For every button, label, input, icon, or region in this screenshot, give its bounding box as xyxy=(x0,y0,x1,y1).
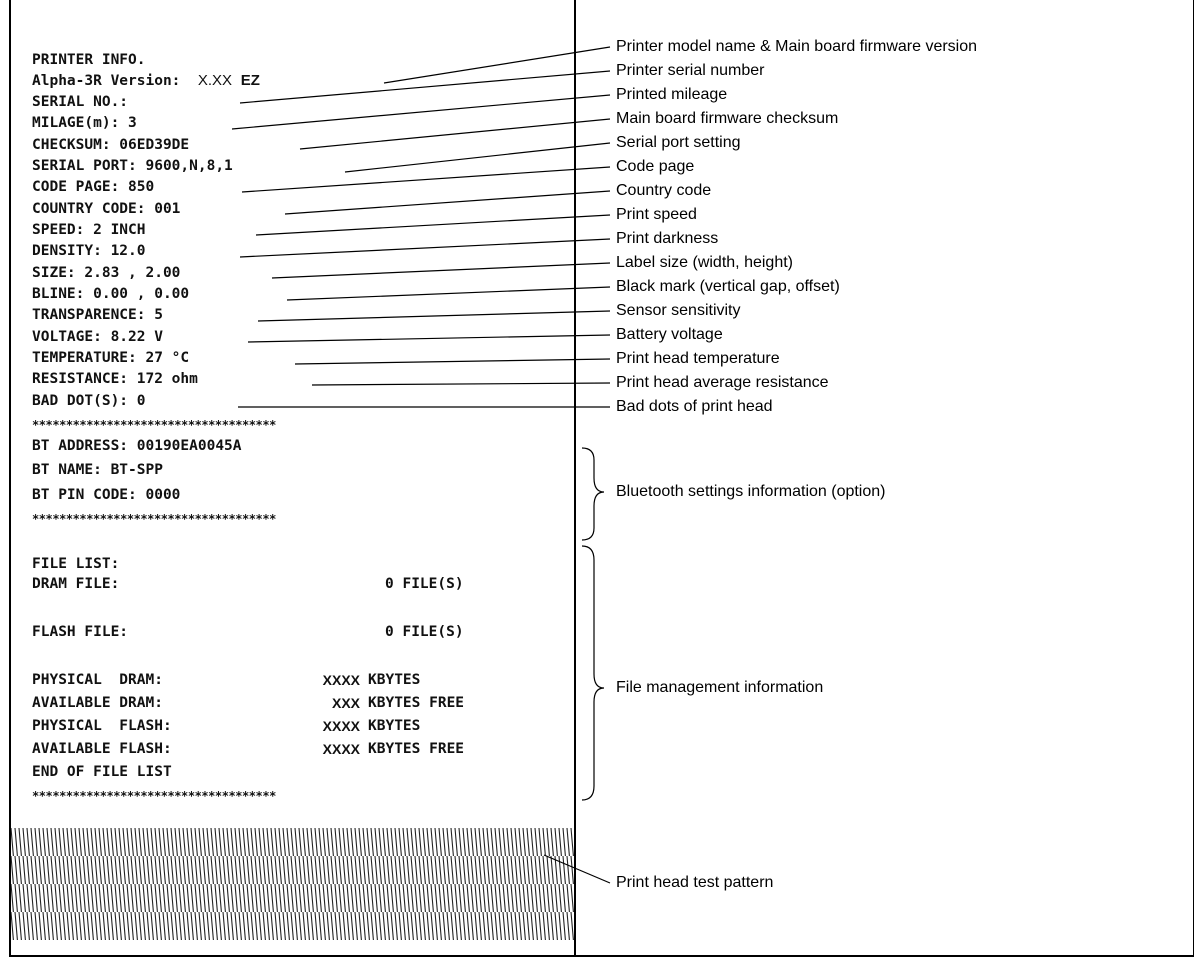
test-pattern-row xyxy=(11,883,574,913)
annotation-model: Printer model name & Main board firmware… xyxy=(616,38,978,55)
model-version: X.XX xyxy=(197,72,233,89)
separator-2: ************************************ xyxy=(32,512,276,526)
annotation-bluetooth: Bluetooth settings information (option) xyxy=(616,483,886,500)
memory-value-available-flash: XXXX xyxy=(322,741,360,757)
leader-bline xyxy=(286,286,611,301)
separator-3: ************************************ xyxy=(32,789,276,803)
printout-line-country-code: COUNTRY CODE: 001 xyxy=(32,201,181,217)
brace-file-management xyxy=(581,545,605,801)
leader-resistance xyxy=(311,382,611,386)
printout-title: PRINTER INFO. xyxy=(32,52,146,68)
annotation-bline: Black mark (vertical gap, offset) xyxy=(616,278,840,295)
memory-unit-physical-flash: KBYTES xyxy=(368,718,421,734)
memory-label-available-flash: AVAILABLE FLASH: xyxy=(32,741,172,757)
memory-label-available-dram: AVAILABLE DRAM: xyxy=(32,695,163,711)
leader-test-pattern xyxy=(543,854,611,884)
annotation-size: Label size (width, height) xyxy=(616,254,793,271)
annotation-country-code: Country code xyxy=(616,182,712,199)
printout-line-code-page: CODE PAGE: 850 xyxy=(32,179,155,195)
leader-model xyxy=(383,46,611,84)
annotation-code-page: Code page xyxy=(616,158,695,175)
annotation-density: Print darkness xyxy=(616,230,719,247)
leader-serial-port xyxy=(344,142,611,173)
flash-file-count: 0 FILE(S) xyxy=(385,624,464,640)
dram-file-label: DRAM FILE: xyxy=(32,576,120,592)
printout-line-resistance: RESISTANCE: 172 ohm xyxy=(32,371,198,387)
memory-label-physical-dram: PHYSICAL DRAM: xyxy=(32,672,163,688)
leader-country-code xyxy=(284,190,611,215)
annotation-bad-dots: Bad dots of print head xyxy=(616,398,773,415)
leader-voltage xyxy=(247,334,611,343)
annotation-test-pattern: Print head test pattern xyxy=(616,874,774,891)
leader-transparence xyxy=(257,310,611,322)
annotation-voltage: Battery voltage xyxy=(616,326,723,343)
bt-pin-line: BT PIN CODE: 0000 xyxy=(32,487,181,503)
leader-serial xyxy=(239,70,611,104)
memory-unit-physical-dram: KBYTES xyxy=(368,672,421,688)
printout-line-speed: SPEED: 2 INCH xyxy=(32,222,146,238)
diagram-frame xyxy=(9,0,1194,957)
bt-address-line: BT ADDRESS: 00190EA0045A xyxy=(32,438,242,454)
print-head-test-pattern xyxy=(11,828,574,940)
model-label: Alpha-3R Version: xyxy=(32,73,181,89)
printout-line-serial: SERIAL NO.: xyxy=(32,94,129,110)
printout-line-checksum: CHECKSUM: 06ED39DE xyxy=(32,137,190,153)
annotation-speed: Print speed xyxy=(616,206,697,223)
test-pattern-row xyxy=(11,828,574,857)
printout-line-density: DENSITY: 12.0 xyxy=(32,243,146,259)
memory-value-physical-flash: XXXX xyxy=(322,718,360,734)
bt-name-line: BT NAME: BT-SPP xyxy=(32,462,163,478)
printout-line-bad-dots: BAD DOT(S): 0 xyxy=(32,393,146,409)
annotation-checksum: Main board firmware checksum xyxy=(616,110,839,127)
printout-line-voltage: VOLTAGE: 8.22 V xyxy=(32,329,163,345)
leader-mileage xyxy=(231,94,611,130)
dram-file-count: 0 FILE(S) xyxy=(385,576,464,592)
memory-unit-available-flash: KBYTES FREE xyxy=(368,741,465,757)
leader-temperature xyxy=(294,358,611,365)
model-suffix: EZ xyxy=(240,72,260,89)
leader-speed xyxy=(255,214,611,236)
printout-line-serial-port: SERIAL PORT: 9600,N,8,1 xyxy=(32,158,233,174)
annotation-serial: Printer serial number xyxy=(616,62,765,79)
printout-line-size: SIZE: 2.83 , 2.00 xyxy=(32,265,181,281)
annotation-sensor: Sensor sensitivity xyxy=(616,302,741,319)
memory-unit-available-dram: KBYTES FREE xyxy=(368,695,465,711)
memory-value-physical-dram: XXXX xyxy=(322,672,360,688)
brace-bluetooth xyxy=(581,447,605,541)
printout-line-mileage: MILAGE(m): 3 xyxy=(32,115,137,131)
separator-1: ************************************ xyxy=(32,418,276,432)
annotation-resistance: Print head average resistance xyxy=(616,374,829,391)
printout-line-temperature: TEMPERATURE: 27 °C xyxy=(32,350,190,366)
leader-density xyxy=(239,238,611,258)
annotation-temperature: Print head temperature xyxy=(616,350,780,367)
printout-line-bline: BLINE: 0.00 , 0.00 xyxy=(32,286,190,302)
end-of-file-list: END OF FILE LIST xyxy=(32,764,172,780)
annotation-serial-port: Serial port setting xyxy=(616,134,741,151)
leader-code-page xyxy=(241,166,611,193)
memory-label-physical-flash: PHYSICAL FLASH: xyxy=(32,718,172,734)
column-divider xyxy=(574,0,576,957)
annotation-mileage: Printed mileage xyxy=(616,86,728,103)
memory-value-available-dram: XXX xyxy=(331,695,360,711)
leader-checksum xyxy=(299,118,611,150)
leader-size xyxy=(271,262,611,279)
flash-file-label: FLASH FILE: xyxy=(32,624,129,640)
test-pattern-row xyxy=(11,911,574,940)
annotation-file-management: File management information xyxy=(616,679,824,696)
test-pattern-row xyxy=(11,855,574,885)
file-list-title: FILE LIST: xyxy=(32,556,120,572)
printout-model-line: Alpha-3R Version: X.XX EZ xyxy=(32,72,260,90)
printout-line-transparence: TRANSPARENCE: 5 xyxy=(32,307,163,323)
